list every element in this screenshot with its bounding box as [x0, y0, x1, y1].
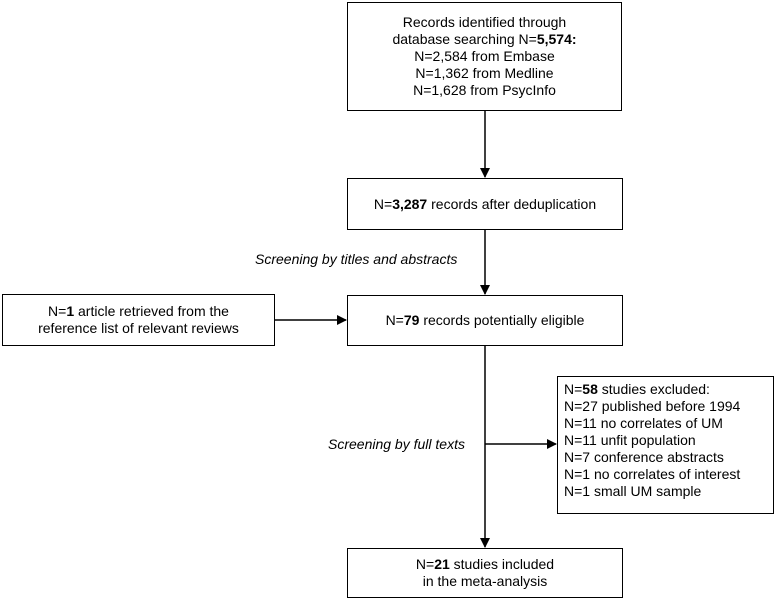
excluded-reason: N=27 published before 1994	[564, 398, 741, 414]
screening-titles-label: Screening by titles and abstracts	[255, 251, 458, 267]
excluded-box: N=58 studies excluded: N=27 published be…	[557, 376, 774, 514]
excluded-reason: N=1 no correlates of interest	[564, 466, 741, 482]
reference-list-box: N=1 article retrieved from the reference…	[2, 294, 275, 346]
reference-line-2: reference list of relevant reviews	[38, 320, 239, 336]
identified-medline: N=1,362 from Medline	[415, 65, 554, 81]
identified-line-2: database searching N=5,574:	[392, 31, 577, 47]
identified-psycinfo: N=1,628 from PsycInfo	[413, 82, 556, 98]
excluded-reason: N=11 no correlates of UM	[564, 415, 723, 431]
included-box: N=21 studies included in the meta-analys…	[347, 548, 623, 598]
excluded-reason: N=11 unfit population	[564, 432, 696, 448]
excluded-reason: N=7 conference abstracts	[564, 449, 724, 465]
dedup-text: N=3,287 records after deduplication	[373, 195, 597, 212]
records-identified-box: Records identified through database sear…	[347, 2, 622, 111]
identified-embase: N=2,584 from Embase	[414, 48, 555, 64]
included-line-1: N=21 studies included	[415, 556, 555, 572]
screening-full-texts-label: Screening by full texts	[328, 436, 465, 452]
eligible-text: N=79 records potentially eligible	[385, 312, 585, 328]
excluded-reason: N=1 small UM sample	[564, 483, 702, 499]
eligible-box: N=79 records potentially eligible	[347, 295, 623, 346]
reference-line-1: N=1 article retrieved from the	[48, 303, 229, 319]
identified-line-1: Records identified through	[402, 14, 567, 30]
excluded-heading: N=58 studies excluded:	[564, 381, 710, 397]
deduplication-box: N=3,287 records after deduplication	[347, 178, 623, 230]
included-line-2: in the meta-analysis	[422, 573, 548, 589]
